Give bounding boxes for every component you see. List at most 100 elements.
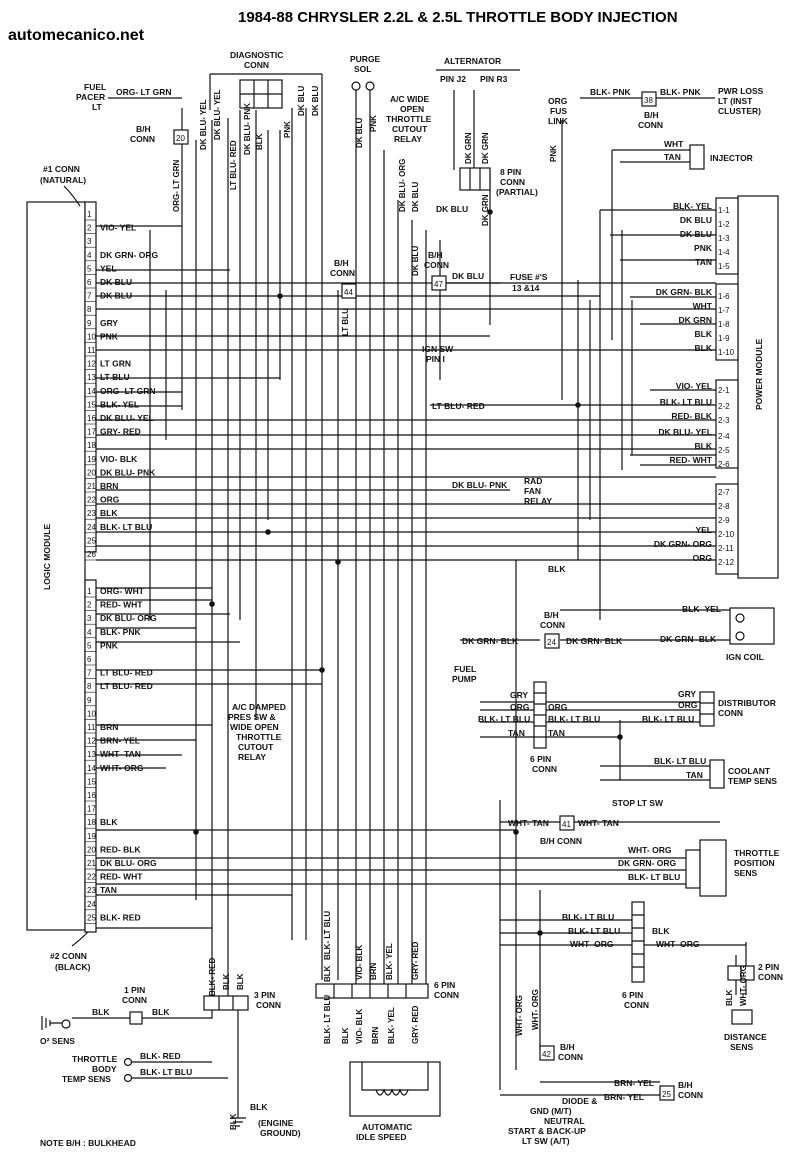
lm1-pin-number: 12 (87, 360, 96, 369)
lm2-pin-number: 7 (87, 669, 92, 678)
pm-wire-label: BLK (695, 329, 713, 339)
lm2-pin-number: 24 (87, 900, 96, 909)
svg-text:DK GRN- BLK: DK GRN- BLK (462, 636, 519, 646)
lm2-wire-label: TAN (100, 885, 117, 895)
svg-text:FUSE #'S: FUSE #'S (510, 272, 548, 282)
lm1-wire-label: YEL (100, 263, 117, 273)
diagnostic-connector: DIAGNOSTIC CONN (209, 50, 323, 110)
lm2-pin-number: 2 (87, 601, 92, 610)
svg-text:2 PIN: 2 PIN (758, 962, 779, 972)
svg-text:BLK: BLK (255, 133, 264, 150)
pm-wire-label: ORG (693, 553, 713, 563)
svg-text:BLK: BLK (323, 965, 332, 982)
svg-text:1 PIN: 1 PIN (124, 985, 145, 995)
svg-text:BRN- YEL: BRN- YEL (614, 1078, 654, 1088)
svg-text:DK GRN: DK GRN (481, 194, 490, 226)
pm-wire-label: RED- WHT (670, 455, 713, 465)
svg-text:BLK- LT BLU: BLK- LT BLU (654, 756, 706, 766)
svg-text:TEMP SENS: TEMP SENS (62, 1074, 111, 1084)
pm-wire-label: BLK- YEL (673, 201, 712, 211)
8-pin-connector: 8 PIN CONN (PARTIAL) (459, 167, 538, 197)
svg-text:B/H: B/H (428, 250, 443, 260)
pm-pin-number: 2-10 (718, 530, 735, 539)
svg-text:BLK: BLK (152, 1007, 170, 1017)
lm2-pin-number: 18 (87, 818, 96, 827)
svg-text:B/H CONN: B/H CONN (540, 836, 582, 846)
svg-text:LT SW (A/T): LT SW (A/T) (522, 1136, 570, 1146)
svg-text:B/H: B/H (678, 1080, 693, 1090)
ac-wot-relay: A/C WIDE OPEN THROTTLE CUTOUT RELAY (386, 94, 432, 144)
svg-text:WHT- ORG: WHT- ORG (515, 995, 524, 1036)
lm1-pin-number: 22 (87, 496, 96, 505)
svg-text:CONN: CONN (500, 177, 525, 187)
lm1-wire-label: DK GRN- ORG (100, 250, 158, 260)
svg-text:RELAY: RELAY (238, 752, 266, 762)
svg-text:6 PIN: 6 PIN (530, 754, 551, 764)
lm2-wire-label: BLK- RED (100, 912, 141, 922)
svg-text:BLK- LT BLU: BLK- LT BLU (642, 714, 694, 724)
lm1-pin-number: 24 (87, 523, 96, 532)
lm2-wire-label: RED- BLK (100, 844, 141, 854)
pm-wire-label: DK BLU- YEL (658, 427, 712, 437)
purge-solenoid: PURGE SOL (350, 54, 381, 91)
svg-text:B/H: B/H (560, 1042, 575, 1052)
lm1-wire-label: VIO- BLK (100, 454, 138, 464)
svg-text:GRY: GRY (510, 690, 528, 700)
lm1-wire-label: DK BLU- YEL (100, 413, 154, 423)
svg-text:DK BLU- YEL: DK BLU- YEL (199, 99, 208, 150)
lm2-pin-number: 12 (87, 737, 96, 746)
lm2-pin-number: 25 (87, 913, 96, 922)
lm2-pin-number: 10 (87, 709, 96, 718)
svg-text:TAN: TAN (664, 152, 681, 162)
automatic-idle-speed: AUTOMATIC IDLE SPEED (349, 1061, 441, 1142)
svg-text:GRY: GRY (678, 689, 696, 699)
svg-text:CONN: CONN (624, 1000, 649, 1010)
svg-text:GRY- RED: GRY- RED (411, 941, 420, 980)
lm2-wire-label: BLK (100, 817, 118, 827)
lm1-pin-number: 9 (87, 319, 92, 328)
svg-text:PIN R3: PIN R3 (480, 74, 508, 84)
svg-text:GND (M/T): GND (M/T) (530, 1106, 572, 1116)
lm1-wire-label: LT BLU (100, 372, 130, 382)
svg-text:DK BLU: DK BLU (297, 86, 306, 116)
footer-note: NOTE B/H : BULKHEAD (40, 1138, 136, 1148)
lm2-pin-number: 5 (87, 641, 92, 650)
pm-pin-number: 1-10 (718, 348, 735, 357)
svg-text:CONN: CONN (122, 995, 147, 1005)
svg-text:BLK- PNK: BLK- PNK (590, 87, 631, 97)
pm-pin-number: 1-7 (718, 306, 730, 315)
svg-text:VIO- BLK: VIO- BLK (355, 1009, 364, 1044)
svg-text:FUS: FUS (550, 106, 567, 116)
lm1-wire-label: BLK (100, 508, 118, 518)
svg-text:DK BLU: DK BLU (355, 118, 364, 148)
lm2-pin-number: 9 (87, 696, 92, 705)
lm1-pin-number: 4 (87, 251, 92, 260)
svg-text:LT (INST: LT (INST (718, 96, 753, 106)
pm-wire-label: VIO- YEL (676, 381, 712, 391)
lm1-pin-number: 20 (87, 468, 96, 477)
rad-fan-relay: DK BLU- PNK RAD FAN RELAY (452, 476, 552, 506)
engine-ground: BLK (ENGINE GROUND) (230, 1010, 301, 1138)
svg-text:ORG: ORG (678, 700, 698, 710)
svg-text:BLK- PNK: BLK- PNK (660, 87, 701, 97)
pm-wire-label: DK GRN- BLK (656, 287, 713, 297)
svg-text:TEMP SENS: TEMP SENS (728, 776, 777, 786)
svg-text:(ENGINE: (ENGINE (258, 1118, 294, 1128)
svg-text:BLK: BLK (548, 564, 566, 574)
lm2-wire-label: LT BLU- RED (100, 681, 153, 691)
lm2-wire-label: DK BLU- ORG (100, 613, 157, 623)
lm2-pin-number: 20 (87, 845, 96, 854)
svg-text:RAD: RAD (524, 476, 542, 486)
svg-text:PUMP: PUMP (452, 674, 477, 684)
svg-text:BLK: BLK (652, 926, 670, 936)
svg-text:BLK- RED: BLK- RED (208, 958, 217, 996)
pm-pin-number: 1-1 (718, 206, 730, 215)
svg-text:SENS: SENS (734, 868, 757, 878)
svg-text:WHT- ORG: WHT- ORG (656, 939, 700, 949)
bh-conn-42: 42 B/H CONN (539, 1042, 583, 1062)
svg-text:COOLANT: COOLANT (728, 766, 771, 776)
svg-text:BRN- YEL: BRN- YEL (604, 1092, 644, 1102)
svg-text:WHT- TAN: WHT- TAN (508, 818, 549, 828)
